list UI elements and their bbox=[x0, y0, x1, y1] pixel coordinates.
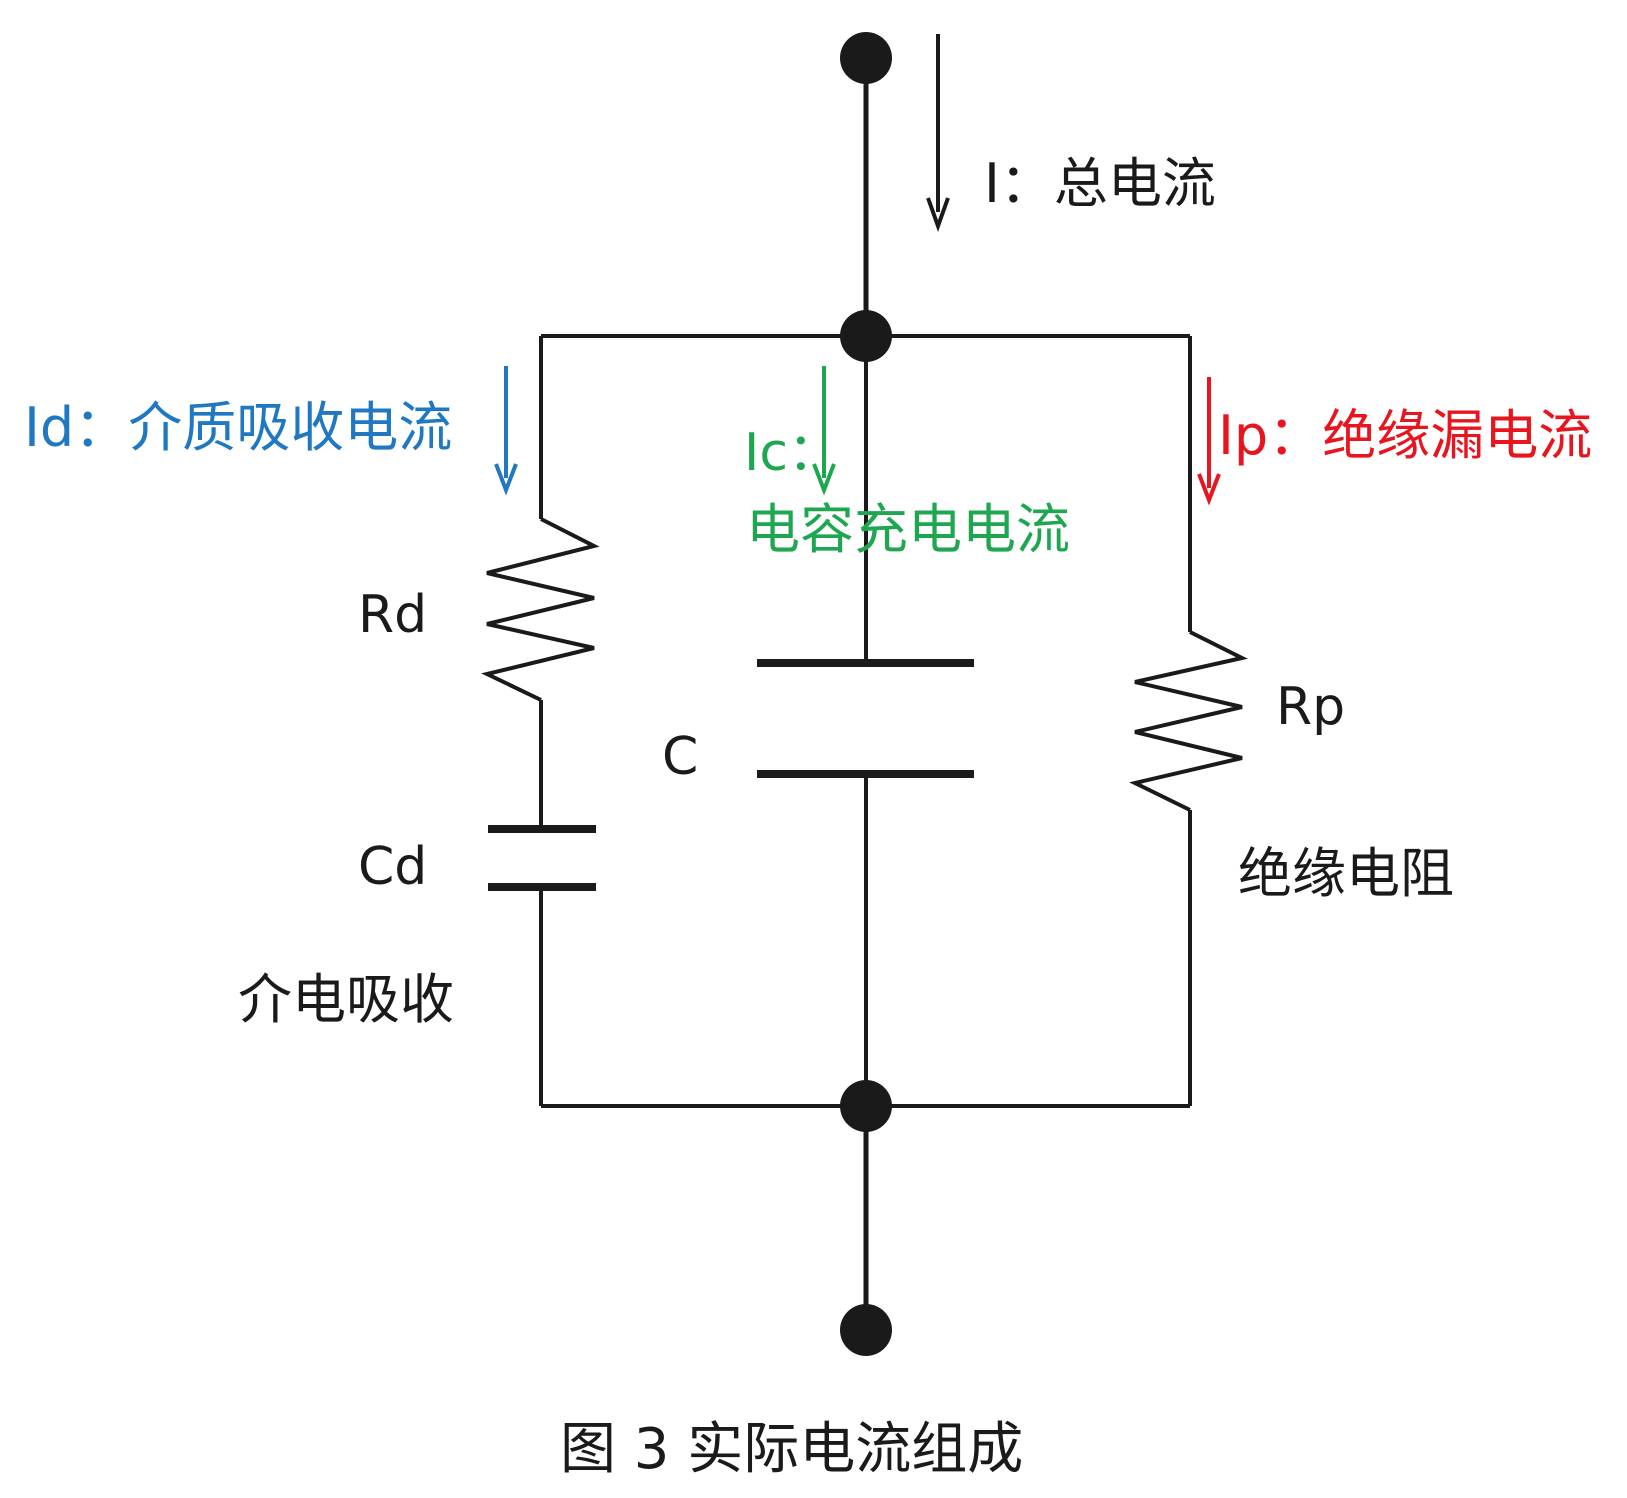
label-cd: Cd bbox=[358, 837, 427, 897]
label-ip-current: Ip：绝缘漏电流 bbox=[1218, 404, 1592, 467]
label-c: C bbox=[662, 727, 698, 787]
label-total-current: I：总电流 bbox=[984, 152, 1216, 215]
arrow-id-current bbox=[494, 366, 518, 496]
node-bottom bbox=[840, 1080, 892, 1132]
label-rd: Rd bbox=[358, 585, 427, 645]
arrow-ic-current bbox=[812, 366, 836, 496]
arrow-total-current bbox=[926, 34, 950, 232]
terminal-top bbox=[840, 32, 892, 84]
label-ic-current: 电容充电电流 bbox=[746, 498, 1070, 561]
figure-caption: 图 3 实际电流组成 bbox=[560, 1417, 1023, 1482]
label-ic-prefix: Ic： bbox=[744, 423, 840, 483]
label-rp: Rp bbox=[1276, 677, 1345, 737]
label-insulation-resistance: 绝缘电阻 bbox=[1238, 842, 1454, 905]
terminal-bottom bbox=[840, 1304, 892, 1356]
resistor-rp bbox=[1129, 630, 1248, 812]
label-id-current: Id：介质吸收电流 bbox=[24, 396, 452, 459]
label-dielectric-absorption: 介电吸收 bbox=[238, 968, 454, 1031]
arrow-ip-current bbox=[1197, 377, 1221, 506]
node-top bbox=[840, 310, 892, 362]
resistor-rd bbox=[481, 517, 600, 702]
